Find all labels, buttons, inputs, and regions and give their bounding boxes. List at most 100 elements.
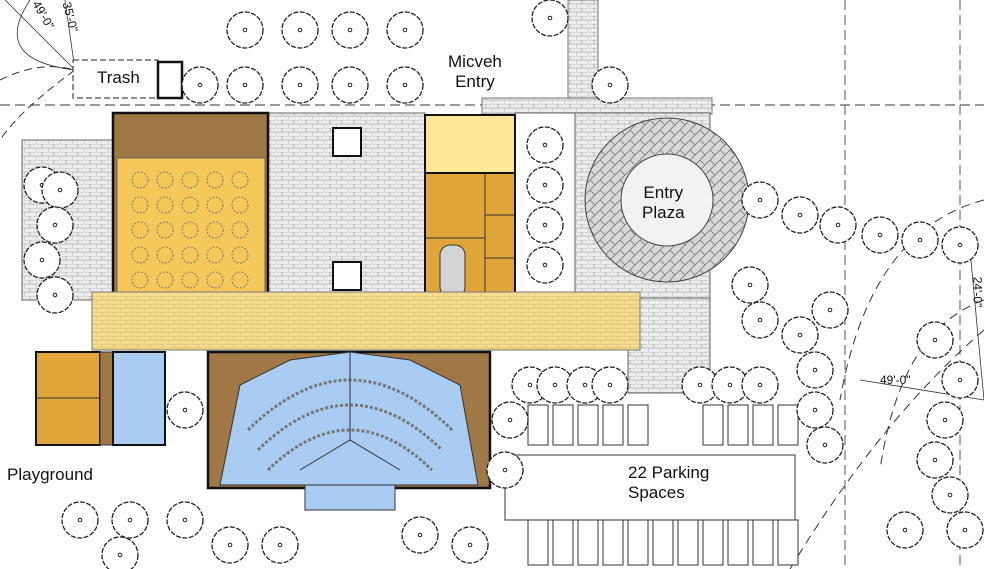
banquet-table: [131, 246, 149, 264]
trash-enclosure: [72, 59, 159, 99]
tree-trunk-icon: [957, 242, 963, 248]
tree-trunk-icon: [402, 82, 408, 88]
tree-trunk-icon: [932, 337, 938, 343]
banquet-tables: [131, 171, 249, 289]
tree-trunk-icon: [347, 82, 353, 88]
banquet-table: [156, 196, 174, 214]
parking-label: 22 Parking Spaces: [628, 463, 709, 503]
parking-stall: [702, 404, 724, 446]
tree-trunk-icon: [347, 27, 353, 33]
tree-trunk-icon: [942, 417, 948, 423]
banquet-table: [156, 246, 174, 264]
dimension-49ft-right: 49'-0": [880, 373, 911, 387]
tree-trunk-icon: [902, 527, 908, 533]
parking-stall: [577, 519, 599, 566]
tree-trunk-icon: [582, 382, 588, 388]
banquet-table: [231, 171, 249, 189]
entry-plaza-line2: Plaza: [642, 203, 685, 222]
parking-stall: [602, 404, 624, 446]
banquet-table: [231, 221, 249, 239]
banquet-table: [206, 171, 224, 189]
banquet-table: [181, 246, 199, 264]
banquet-table: [206, 246, 224, 264]
playground-label: Playground: [7, 465, 94, 484]
tree-trunk-icon: [757, 197, 763, 203]
banquet-table: [231, 271, 249, 289]
tree-trunk-icon: [547, 15, 553, 21]
tree-trunk-icon: [197, 82, 203, 88]
tree-trunk-icon: [797, 212, 803, 218]
parking-stall: [552, 519, 574, 566]
parking-stall: [777, 404, 799, 446]
dimension-24ft: 24'-0": [970, 276, 984, 308]
entry-plaza-label: Entry Plaza: [642, 183, 685, 223]
parking-stall: [727, 519, 749, 566]
tree-trunk-icon: [877, 232, 883, 238]
tree-trunk-icon: [182, 517, 188, 523]
tree-trunk-icon: [297, 82, 303, 88]
parking-stall: [727, 404, 749, 446]
tree-trunk-icon: [835, 222, 841, 228]
tree-trunk-icon: [542, 222, 548, 228]
parking-stalls: [527, 404, 799, 566]
tree-trunk-icon: [797, 332, 803, 338]
tree-trunk-icon: [52, 222, 58, 228]
banquet-table: [156, 221, 174, 239]
tree-trunk-icon: [957, 377, 963, 383]
tree-trunk-icon: [117, 552, 123, 558]
banquet-table: [181, 171, 199, 189]
trees: [23, 0, 984, 569]
parking-stall: [652, 519, 674, 566]
parking-stall: [527, 404, 549, 446]
parking-stall: [527, 519, 549, 566]
tree-trunk-icon: [527, 382, 533, 388]
tree-trunk-icon: [607, 382, 613, 388]
tree-trunk-icon: [727, 382, 733, 388]
tree-trunk-icon: [917, 237, 923, 243]
entry-plaza-line1: Entry: [643, 183, 684, 202]
tree-trunk-icon: [552, 382, 558, 388]
tree-trunk-icon: [277, 542, 283, 548]
banquet-table: [156, 171, 174, 189]
chapel: [112, 351, 166, 446]
banquet-table: [181, 196, 199, 214]
tree-trunk-icon: [747, 282, 753, 288]
tree-trunk-icon: [502, 467, 508, 473]
tree-trunk-icon: [507, 417, 513, 423]
tree-trunk-icon: [182, 407, 188, 413]
tree-trunk-icon: [52, 292, 58, 298]
sanctuary-seating-area: [219, 351, 479, 486]
banquet-table: [181, 271, 199, 289]
parking-line1: 22 Parking: [628, 463, 710, 482]
parking-stall: [552, 404, 574, 446]
tree-trunk-icon: [962, 527, 968, 533]
banquet-table: [231, 246, 249, 264]
parking-aisle: [504, 454, 796, 521]
trash-label: Trash: [97, 68, 140, 87]
parking-stall: [677, 519, 699, 566]
tree-trunk-icon: [827, 307, 833, 313]
tree-trunk-icon: [542, 262, 548, 268]
parking-stall: [627, 519, 649, 566]
tree-trunk-icon: [127, 517, 133, 523]
banquet-table: [156, 271, 174, 289]
conference-table: [439, 244, 466, 298]
tree-trunk-icon: [402, 27, 408, 33]
tree-trunk-icon: [39, 257, 45, 263]
tree-trunk-icon: [77, 517, 83, 523]
banquet-table: [131, 221, 149, 239]
parking-stall: [752, 519, 774, 566]
parking-stall: [702, 519, 724, 566]
parking-line2: Spaces: [628, 483, 685, 502]
tree-trunk-icon: [242, 82, 248, 88]
micveh-room: [424, 114, 516, 174]
banquet-table: [131, 271, 149, 289]
tree-trunk-icon: [542, 142, 548, 148]
tree-trunk-icon: [757, 382, 763, 388]
parking-stall: [602, 519, 624, 566]
micveh-entry-label: Micveh Entry: [448, 52, 502, 92]
parking-stall: [627, 404, 649, 446]
banquet-table: [181, 221, 199, 239]
